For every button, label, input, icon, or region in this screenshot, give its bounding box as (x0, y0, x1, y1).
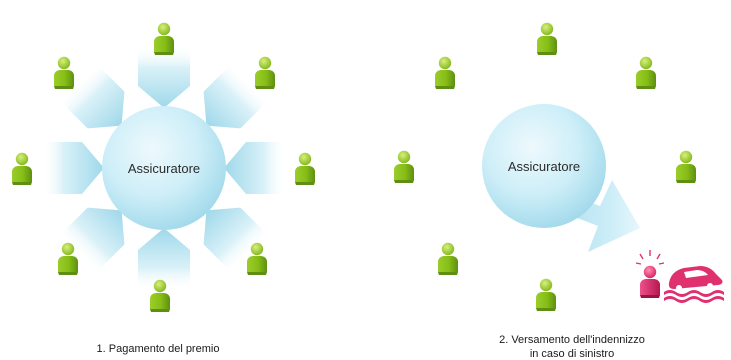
arrow-from-left (42, 142, 104, 194)
arrow-from-top (138, 46, 190, 108)
hub-label: Assicuratore (508, 159, 580, 174)
person-icon (255, 56, 275, 89)
person-icon (154, 22, 174, 55)
person-icon (394, 150, 414, 183)
person-icon (636, 56, 656, 89)
person-icon (537, 22, 557, 55)
panel-claim-payment: Assicuratore (394, 22, 724, 360)
claimant-person-icon (640, 265, 660, 298)
caption-claim-payment-line1: 2. Versamento dell'indennizzo (499, 334, 645, 346)
person-icon (54, 56, 74, 89)
person-icon (435, 56, 455, 89)
person-icon (295, 152, 315, 185)
insurer-hub (482, 104, 606, 228)
caption-premium-payment: 1. Pagamento del premio (97, 343, 220, 355)
person-icon (676, 150, 696, 183)
person-icon (12, 152, 32, 185)
insurer-hub (102, 106, 226, 230)
arrow-from-right (224, 142, 286, 194)
arrow-from-bottom (138, 228, 190, 290)
claimant-group (635, 250, 724, 303)
panel-premium-payment: Assicuratore 1. Pagamento del premio (12, 22, 315, 355)
hub-label: Assicuratore (128, 161, 200, 176)
car-flood-icon (664, 266, 724, 303)
person-icon (438, 242, 458, 275)
person-icon (536, 278, 556, 311)
caption-claim-payment-line2: in caso di sinistro (530, 348, 614, 360)
siren-icon (635, 250, 665, 265)
